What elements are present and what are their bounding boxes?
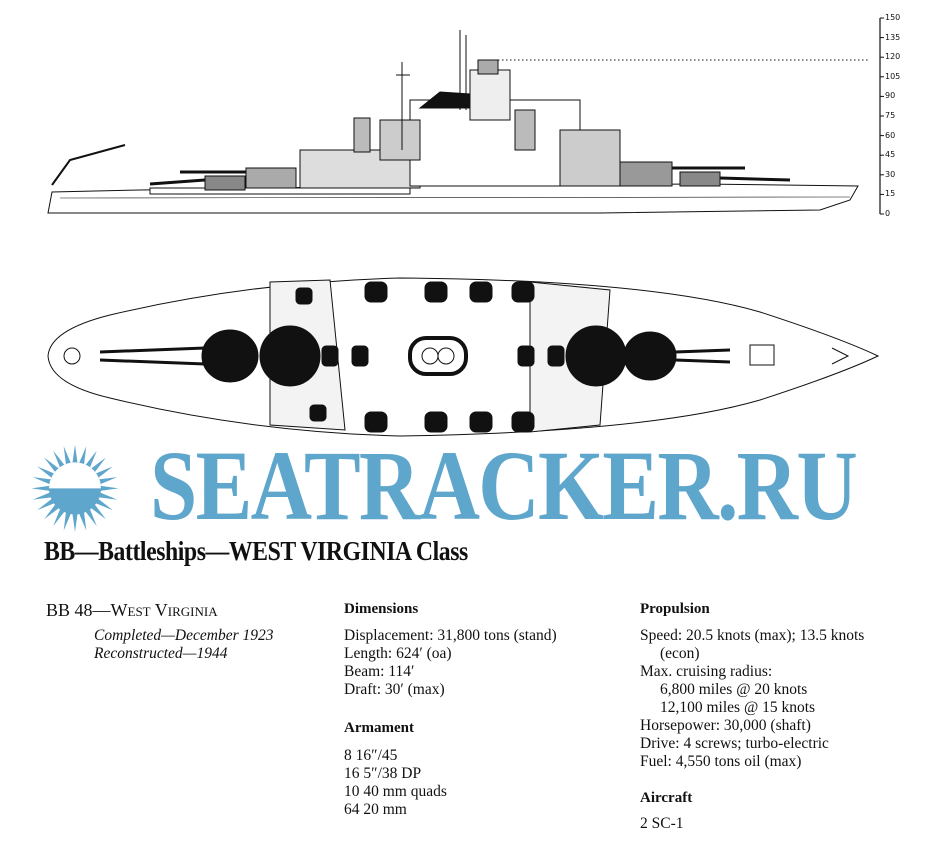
armament-line: 64 20 mm bbox=[344, 801, 407, 818]
propulsion-section: Propulsion Speed: 20.5 knots (max); 13.5… bbox=[640, 600, 864, 833]
sun-ray bbox=[93, 466, 113, 480]
sun-ray bbox=[44, 457, 61, 474]
propulsion-line: Max. cruising radius: bbox=[640, 663, 773, 680]
scale-tick-label: 135 bbox=[885, 32, 901, 42]
armament-line: 10 40 mm quads bbox=[344, 783, 447, 800]
dimension-line: Draft: 30′ (max) bbox=[344, 681, 445, 698]
turret-2 bbox=[204, 175, 246, 191]
scale-tick-label: 45 bbox=[885, 150, 896, 160]
sun-ray bbox=[37, 497, 57, 511]
turret-4 bbox=[623, 331, 677, 381]
scale-tick-label: 15 bbox=[885, 189, 896, 199]
scale-tick-label: 30 bbox=[885, 169, 896, 179]
reconstructed-date: Reconstructed—1944 bbox=[94, 645, 228, 662]
propulsion-line: Drive: 4 screws; turbo-electric bbox=[640, 735, 829, 752]
scale-tick-label: 75 bbox=[885, 111, 896, 120]
aircraft-line: 2 SC-1 bbox=[640, 815, 684, 832]
armament-line: 16 5″/38 DP bbox=[344, 765, 422, 782]
ship-entry: BB 48—West Virginia Completed—December 1… bbox=[46, 601, 274, 663]
sun-ray bbox=[84, 507, 97, 527]
ship-profile-drawing bbox=[47, 17, 884, 215]
sun-ray bbox=[89, 457, 106, 474]
sun-ray bbox=[78, 510, 87, 531]
sun-ray bbox=[53, 507, 66, 527]
aircraft-crane bbox=[51, 144, 126, 186]
turret-4 bbox=[679, 171, 721, 187]
sun-ray bbox=[44, 502, 61, 520]
sun-ray bbox=[32, 491, 54, 500]
sun-ray bbox=[96, 491, 118, 500]
watermark-text: SEATRACKER.RU bbox=[150, 442, 857, 530]
sun-ray bbox=[78, 446, 87, 467]
sun-ray bbox=[31, 485, 52, 492]
sun-ray bbox=[53, 450, 66, 470]
dimension-line: Length: 624′ (oa) bbox=[344, 645, 452, 662]
propulsion-heading: Propulsion bbox=[640, 601, 710, 617]
sun-ray bbox=[37, 466, 57, 480]
sun-ray bbox=[98, 485, 119, 492]
sun-ray bbox=[63, 446, 72, 467]
scale-tick-label: 105 bbox=[885, 71, 901, 81]
sun-ray bbox=[93, 497, 113, 511]
sun-ray bbox=[89, 502, 106, 520]
page-title: BB—Battleships—WEST VIRGINIA Class bbox=[44, 536, 468, 566]
dimension-line: Beam: 114′ bbox=[344, 663, 415, 680]
dimension-line: Displacement: 31,800 tons (stand) bbox=[344, 627, 557, 644]
sun-logo-icon bbox=[31, 444, 119, 532]
completed-date: Completed—December 1923 bbox=[94, 627, 274, 644]
ship-plan-drawing bbox=[47, 277, 880, 437]
turret-3 bbox=[619, 161, 673, 187]
propulsion-line: (econ) bbox=[660, 645, 700, 662]
armament-heading: Armament bbox=[344, 720, 414, 736]
turret-1 bbox=[259, 325, 321, 387]
propulsion-line: 12,100 miles @ 15 knots bbox=[660, 699, 816, 716]
sun-ray bbox=[96, 477, 118, 486]
turret-2 bbox=[201, 329, 259, 383]
aircraft-heading: Aircraft bbox=[640, 790, 693, 806]
scale-tick-label: 120 bbox=[885, 52, 901, 62]
dimensions-heading: Dimensions bbox=[344, 601, 419, 617]
turret-1 bbox=[245, 167, 297, 189]
height-scale bbox=[879, 17, 884, 215]
propulsion-line: Horsepower: 30,000 (shaft) bbox=[640, 717, 811, 734]
sun-ray bbox=[63, 510, 72, 531]
scale-tick-label: 150 bbox=[885, 13, 901, 22]
armament-line: 8 16″/45 bbox=[344, 747, 398, 764]
turret-3 bbox=[565, 325, 627, 387]
sun-ray bbox=[72, 511, 78, 532]
ship-designation: BB 48— bbox=[46, 600, 111, 620]
sun-ray bbox=[72, 444, 78, 465]
scale-tick-label: 60 bbox=[885, 130, 896, 140]
scale-tick-label: 90 bbox=[885, 91, 896, 101]
ship-name: West Virginia bbox=[110, 600, 218, 620]
propulsion-line: Speed: 20.5 knots (max); 13.5 knots bbox=[640, 627, 865, 644]
sun-ray bbox=[84, 450, 97, 470]
propulsion-line: 6,800 miles @ 20 knots bbox=[660, 681, 808, 698]
propulsion-line: Fuel: 4,550 tons oil (max) bbox=[640, 753, 802, 770]
dimensions-section: Dimensions Displacement: 31,800 tons (st… bbox=[344, 600, 557, 819]
sun-ray bbox=[32, 477, 54, 486]
scale-tick-label: 0 bbox=[885, 209, 891, 218]
